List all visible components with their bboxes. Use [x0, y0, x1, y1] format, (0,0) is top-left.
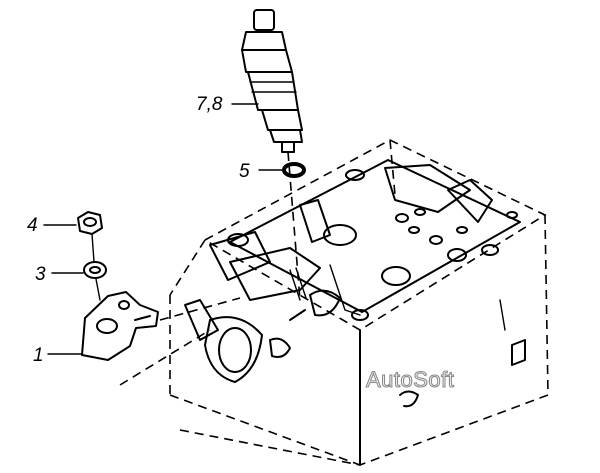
callout-bracket: 1 [33, 345, 44, 366]
callout-nut: 4 [27, 215, 38, 236]
washer [83, 261, 107, 279]
callout-washer: 3 [35, 264, 46, 285]
watermark-text: AutoSoft [366, 367, 454, 392]
nut [77, 211, 103, 235]
injector [241, 9, 303, 301]
callout-seal-ring: 5 [239, 161, 250, 182]
injector-bracket [81, 291, 241, 386]
callout-leaders [43, 103, 284, 355]
seal-ring [282, 162, 306, 178]
callout-injector: 7,8 [196, 94, 223, 115]
cylinder-head [169, 139, 549, 466]
